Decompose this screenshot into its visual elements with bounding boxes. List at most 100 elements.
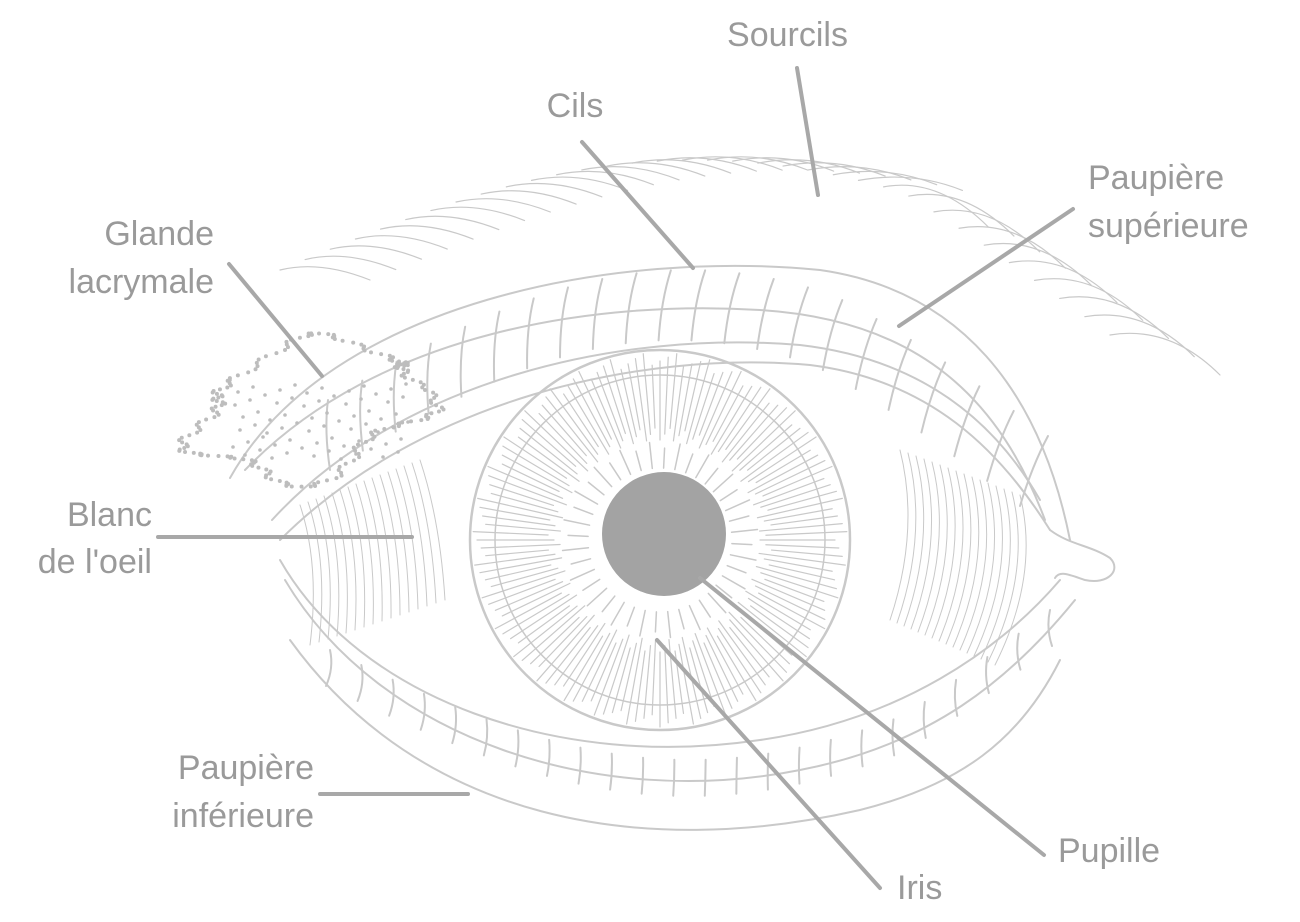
gland-dot xyxy=(257,358,261,362)
gland-dot xyxy=(198,452,202,456)
iris-ray xyxy=(754,479,824,505)
iris-ray xyxy=(764,509,832,521)
lower-lash xyxy=(326,650,331,686)
shade-stroke xyxy=(308,502,322,642)
gland-dot xyxy=(228,378,232,382)
lower-lid-fold xyxy=(290,640,1060,830)
gland-dot xyxy=(317,399,321,403)
iris-ray-inner xyxy=(610,463,621,480)
gland-dot xyxy=(367,409,371,413)
upper-lash xyxy=(461,327,465,397)
lower-lash xyxy=(705,760,706,796)
lower-lash xyxy=(768,754,769,790)
gland-dot xyxy=(316,480,320,484)
eyebrow-stroke xyxy=(381,226,473,239)
iris-ray-inner xyxy=(722,576,745,589)
iris-ray-inner xyxy=(732,544,752,545)
label-paupiere-superieure-line2: supérieure xyxy=(1088,206,1249,246)
eyebrow-stroke xyxy=(1085,315,1194,357)
iris-ray-inner xyxy=(730,555,755,560)
upper-lash xyxy=(394,362,397,432)
gland-dot xyxy=(376,430,380,434)
iris-ray-inner xyxy=(620,451,631,475)
gland-dot xyxy=(402,364,406,368)
iris-ray-inner xyxy=(655,612,656,632)
iris-ray-inner xyxy=(675,444,680,469)
iris-ray xyxy=(713,386,743,441)
iris-ray-inner xyxy=(636,451,641,470)
gland-dot xyxy=(390,359,394,363)
iris-ray xyxy=(579,372,612,440)
lower-lash xyxy=(515,730,518,766)
shade-stroke xyxy=(925,465,947,635)
gland-dot xyxy=(325,411,329,415)
gland-dot xyxy=(341,339,345,343)
gland-dot xyxy=(395,366,399,370)
gland-dot xyxy=(353,449,357,453)
iris-ray-inner xyxy=(664,448,665,468)
lacrimal-gland-dots xyxy=(177,331,445,488)
leader-line-sourcils xyxy=(797,68,818,195)
iris-ray xyxy=(483,516,555,526)
iris-ray xyxy=(732,411,795,471)
gland-dot xyxy=(211,397,215,401)
upper-lash xyxy=(494,312,499,382)
iris-ray-inner xyxy=(602,596,615,612)
shade-stroke xyxy=(960,480,987,650)
gland-dot xyxy=(406,370,410,374)
gland-dot xyxy=(293,383,297,387)
gland-dot xyxy=(192,451,196,455)
lower-lash xyxy=(799,748,800,784)
shade-stroke xyxy=(953,477,979,647)
iris-ray-inner xyxy=(705,468,718,484)
gland-dot xyxy=(273,443,277,447)
gland-dot xyxy=(411,378,415,382)
gland-dot xyxy=(300,485,304,489)
iris-ray xyxy=(644,646,651,719)
iris-ray xyxy=(706,636,738,702)
gland-dot xyxy=(256,466,260,470)
eyebrow-stroke xyxy=(280,267,370,280)
gland-dot xyxy=(220,393,224,397)
eyebrow-stroke xyxy=(1009,261,1117,303)
gland-dot xyxy=(369,350,373,354)
gland-dot xyxy=(429,411,433,415)
upper-lash xyxy=(954,386,979,456)
gland-dot xyxy=(300,446,304,450)
eyebrow-stroke xyxy=(406,216,499,229)
eyebrow-stroke xyxy=(909,194,1014,236)
iris-ray-inner xyxy=(627,607,634,626)
gland-dot xyxy=(204,418,208,422)
gland-dot xyxy=(307,429,311,433)
iris-ray-inner xyxy=(588,482,604,495)
gland-dot xyxy=(419,380,423,384)
iris-ray xyxy=(771,516,837,525)
lower-lash xyxy=(452,707,456,743)
gland-dot xyxy=(342,444,346,448)
gland-dot xyxy=(243,453,247,457)
gland-dot xyxy=(371,437,375,441)
gland-dot xyxy=(275,401,279,405)
eyebrow-stroke xyxy=(582,167,679,180)
gland-dot xyxy=(364,422,368,426)
gland-dot xyxy=(309,485,313,489)
shade-stroke xyxy=(420,460,445,600)
iris-ray-inner xyxy=(564,520,589,525)
gland-dot xyxy=(241,415,245,419)
gland-dot xyxy=(288,438,292,442)
gland-dot xyxy=(280,426,284,430)
gland-dot xyxy=(197,420,201,424)
iris-ray xyxy=(518,606,569,643)
gland-dot xyxy=(254,459,258,463)
gland-dot xyxy=(183,450,187,454)
iris-ray xyxy=(537,615,594,681)
gland-dot xyxy=(391,425,395,429)
iris-ray xyxy=(756,450,810,482)
iris-ray-inner xyxy=(583,579,600,590)
gland-dot xyxy=(349,427,353,431)
iris-ray-inner xyxy=(730,516,749,521)
gland-dot xyxy=(363,348,367,352)
shade-stroke xyxy=(918,462,939,632)
label-paupiere-superieure-line1: Paupière xyxy=(1088,158,1224,198)
